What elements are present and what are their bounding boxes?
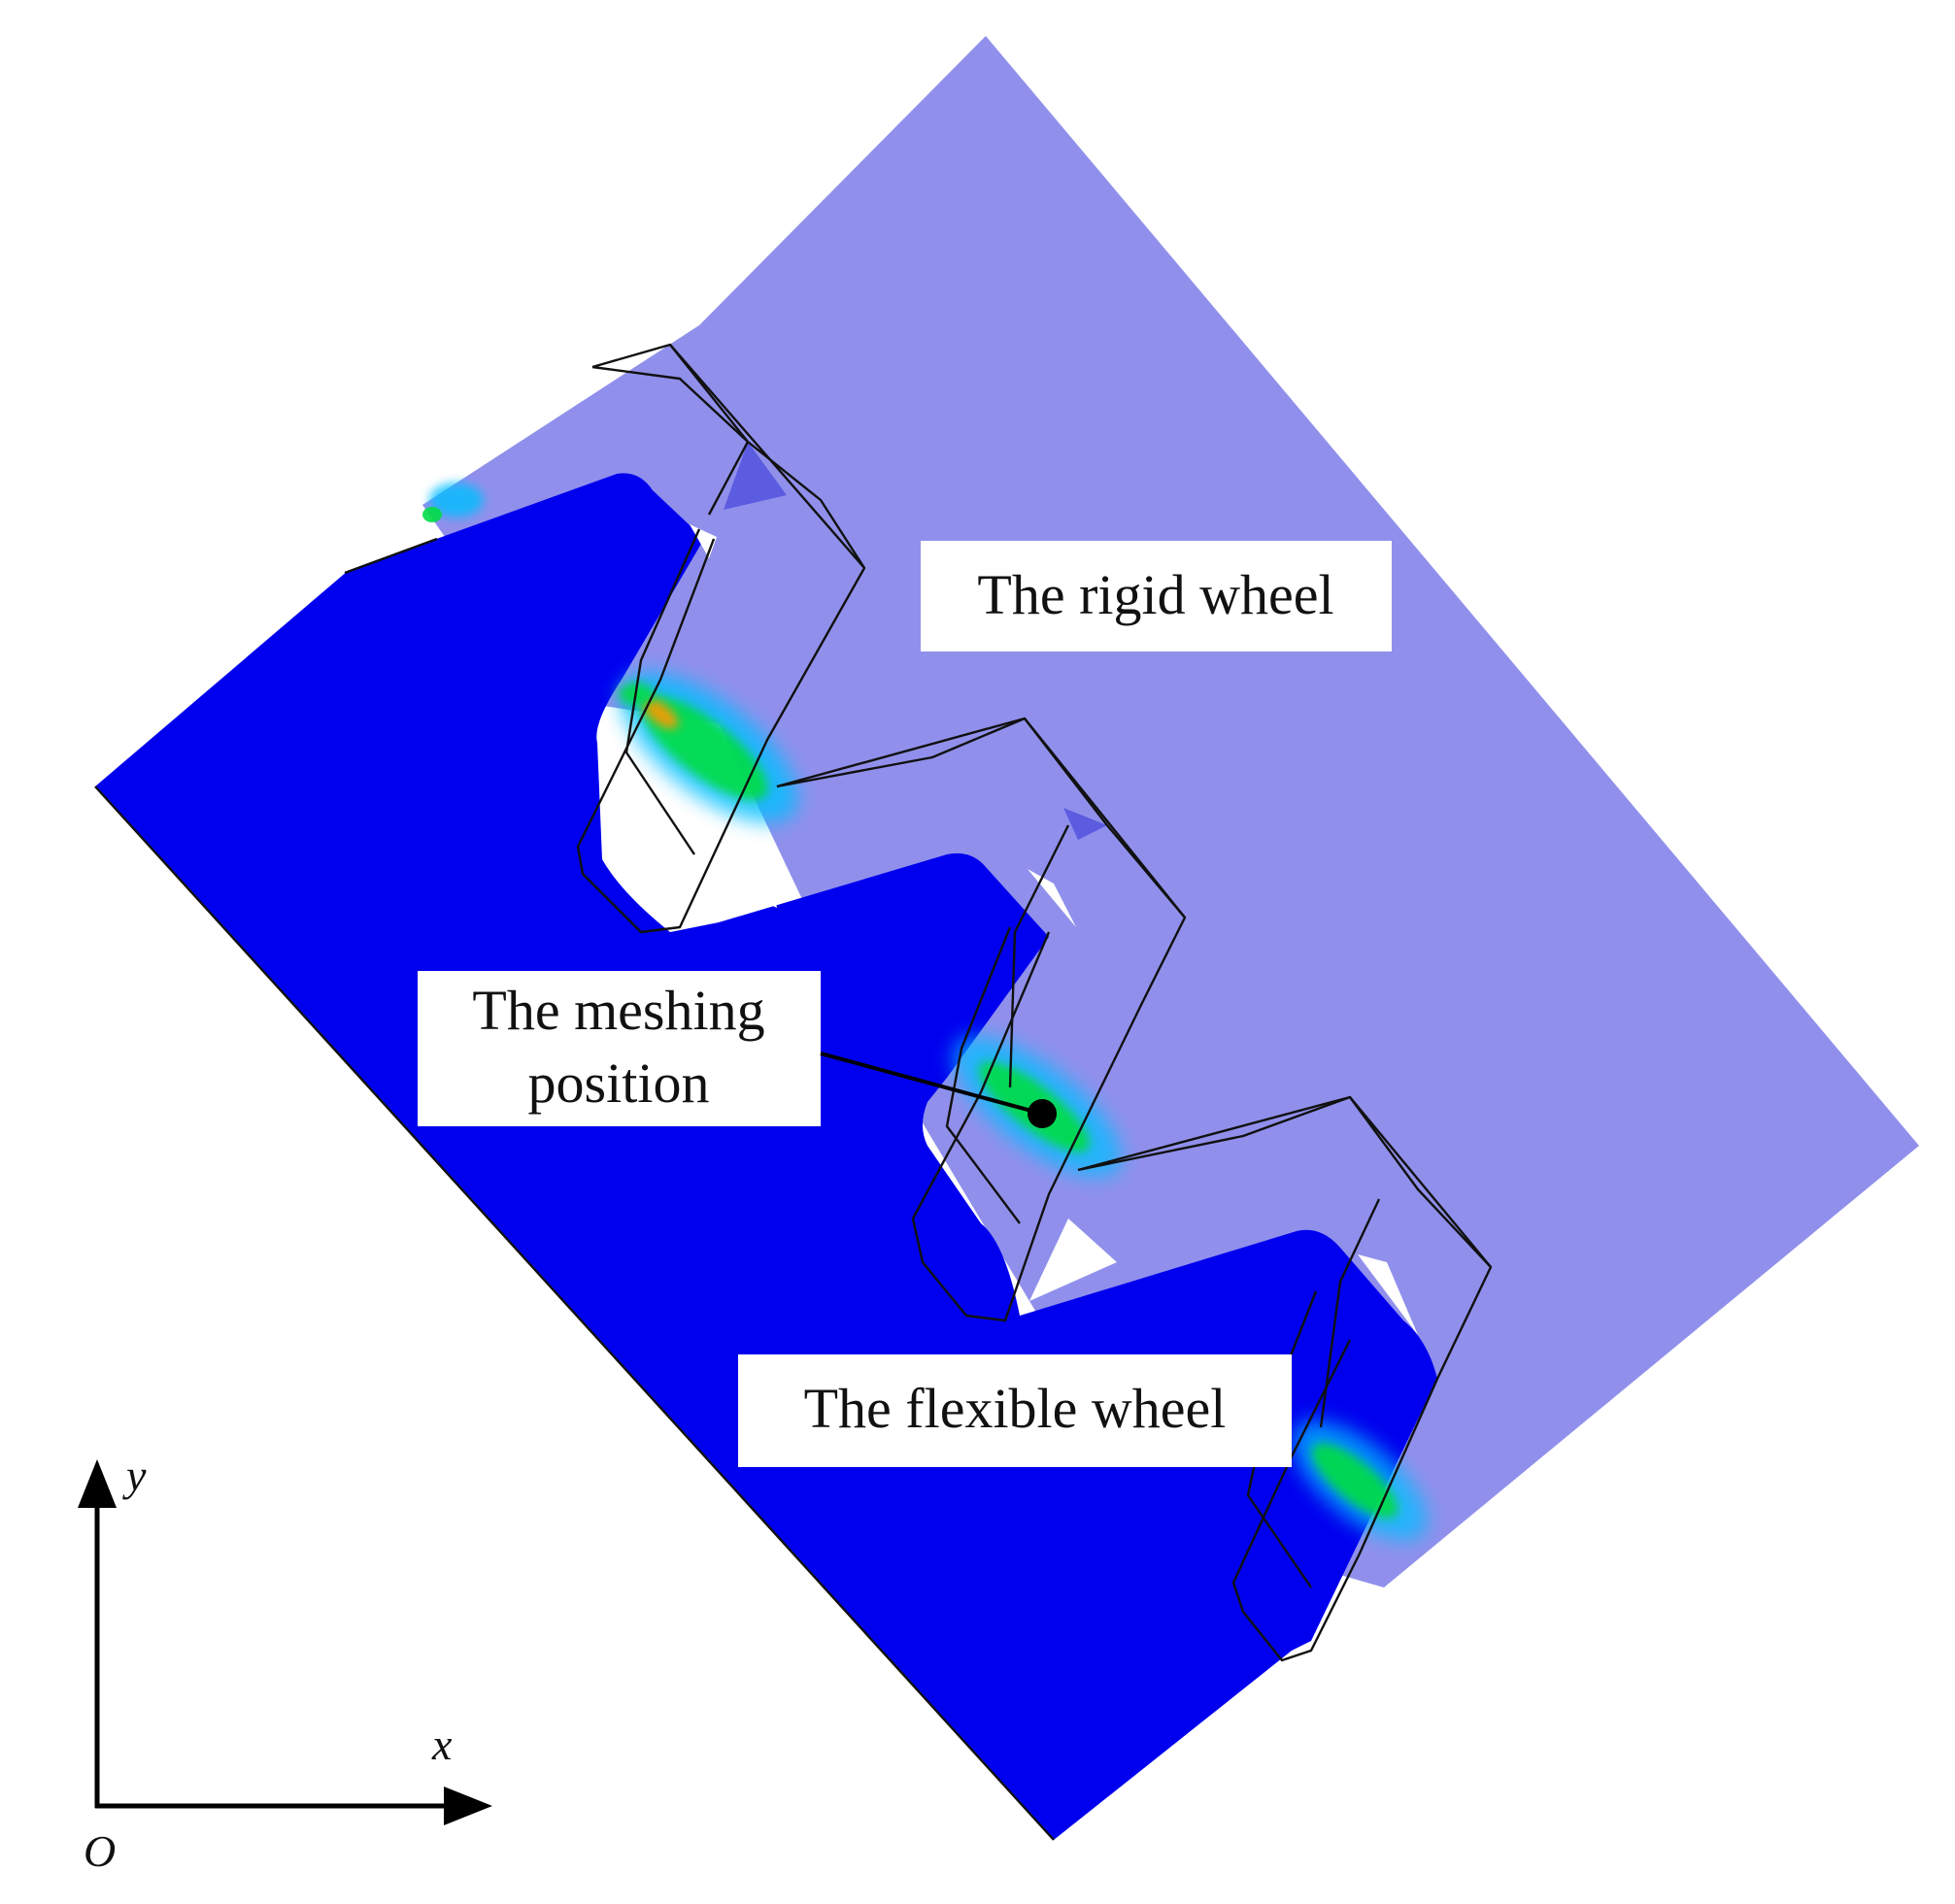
flexible-wheel-label: The flexible wheel	[804, 1377, 1227, 1440]
meshing-position-marker	[1028, 1099, 1057, 1128]
x-axis-arrow-icon	[444, 1787, 492, 1825]
tooth-gap-2	[741, 859, 777, 908]
flexible-wheel-body	[95, 473, 1437, 1840]
stress-hotspot-upper	[619, 672, 798, 823]
meshing-position-label-line1: The meshing	[472, 979, 764, 1042]
x-axis-label: x	[431, 1720, 453, 1769]
y-axis-label: y	[122, 1451, 147, 1500]
meshing-position-label-line2: position	[528, 1052, 710, 1115]
stress-hotspot-lower	[1292, 1420, 1428, 1541]
label-flexible-wheel: The flexible wheel	[738, 1354, 1292, 1467]
coordinate-axes: y x O	[78, 1451, 492, 1876]
tooth-gap-4	[1029, 1219, 1117, 1301]
flexible-wheel-outline	[94, 785, 1055, 1841]
y-axis-arrow-icon	[78, 1459, 117, 1508]
rigid-wheel-wireframe	[344, 343, 1493, 1662]
rigid-tooth-facet-2	[1063, 808, 1107, 840]
rigid-wheel-body	[422, 36, 1919, 1587]
tooth-gap-5	[1358, 1254, 1418, 1335]
label-meshing-position: The meshing position	[418, 971, 821, 1126]
rigid-wheel-label: The rigid wheel	[977, 563, 1333, 626]
meshing-position-leader-line	[820, 1052, 1043, 1116]
label-rigid-wheel: The rigid wheel	[921, 541, 1392, 651]
origin-label: O	[84, 1826, 116, 1876]
stress-hotspot-top-edge	[422, 483, 484, 522]
rigid-tooth-facet-1	[724, 442, 787, 510]
